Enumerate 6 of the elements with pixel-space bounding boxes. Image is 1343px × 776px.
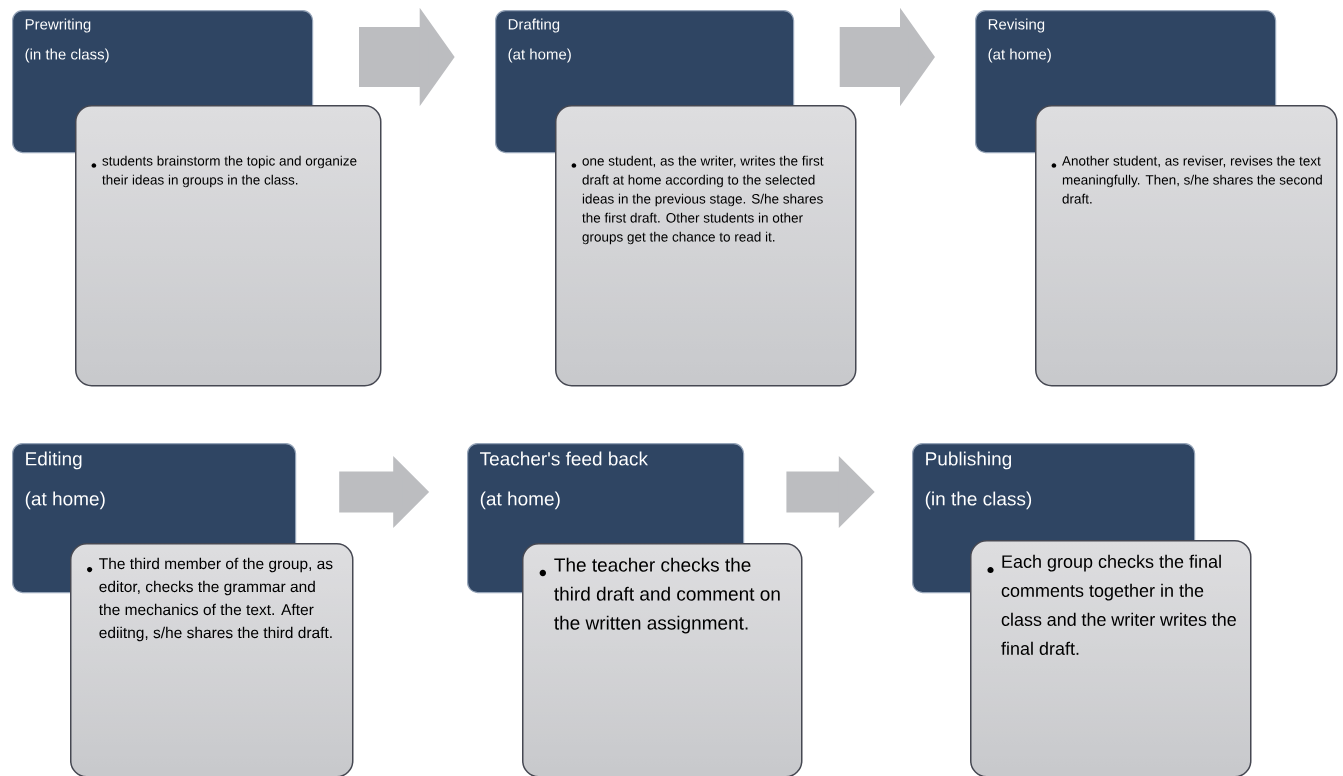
text-box: students brainstorm the topic and organize their ideas in groups in the class. [75, 105, 382, 387]
text-box: one student, as the writer, writes the first draft at home according to the selected ideas in the previous stage. S/he shares the first draft. Other students in other groups get the chance to read it. [555, 105, 857, 387]
text-box: The teacher checks the third draft and comment on the written assignment. [522, 543, 803, 776]
text-box: Each group checks the final comments together in the class and the writer writes the final draft. [970, 540, 1252, 776]
text-box: Another student, as reviser, revises the text meaningfully. Then, s/he shares the second draft. [1035, 105, 1338, 387]
text-box: The third member of the group, as editor, checks the grammar and the mechanics of the text. After ediitng, s/he shares the third draft. [70, 543, 354, 776]
